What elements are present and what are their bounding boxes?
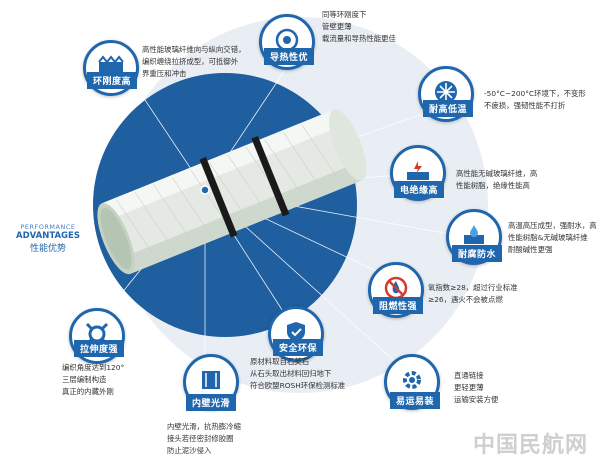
watermark: 中国民航网 — [472, 433, 588, 458]
flame-retardant-label: 阻燃性强 — [373, 297, 424, 314]
eco-safety-desc: 原材料取自石英石 从石头取出材料回归地下 符合欧盟ROSH环保检测标准 — [250, 357, 346, 390]
thermal-conductivity-label: 导热性优 — [264, 48, 315, 65]
eco-safety-label: 安全环保 — [273, 339, 324, 356]
corrosion-waterproof-label: 耐腐防水 — [452, 245, 503, 262]
smooth-wall-icon — [202, 370, 220, 389]
ring-stiffness-desc: 高性能玻璃纤维向与纵向交错， 编织缠绕拉挤成型，可抵御外 界重压和冲击 — [142, 45, 246, 78]
electric-insulation-label: 电绝缘高 — [394, 181, 445, 198]
ring-stiffness-label: 环刚度高 — [87, 72, 138, 89]
temperature-resistance-icon — [435, 80, 457, 103]
tensile-strength-label: 拉伸度强 — [74, 340, 125, 357]
performance-advantages-title: PERFORMANCE ADVANTAGES 性能优势 — [14, 223, 82, 254]
pipe-illustration — [97, 109, 367, 275]
focus-dot — [200, 185, 210, 195]
smooth-wall-label: 内壁光滑 — [186, 394, 237, 411]
electric-insulation-desc: 高性能无碱玻璃纤维，高 性能树脂，绝缘性能高 — [456, 169, 538, 190]
tensile-strength-desc: 编织角度达到120° 三层编制构造 真正的内藏外刚 — [62, 363, 125, 396]
title-line-2: ADVANTAGES — [16, 231, 80, 241]
eco-safety-icon — [287, 321, 305, 342]
title-line-1: PERFORMANCE — [20, 223, 76, 231]
corrosion-waterproof-icon — [464, 224, 484, 244]
corrosion-waterproof-desc: 高温高压成型，强耐水，高 性能树脂&无碱玻璃纤维 耐酸碱性更强 — [508, 221, 597, 254]
easy-transport-icon — [403, 370, 421, 389]
easy-transport-desc: 直通链接 更轻更薄 运输安装方便 — [454, 371, 499, 404]
flame-retardant-desc: 氧指数≥28，超过行业标准 ≥26，遇火不会被点燃 — [428, 283, 518, 304]
easy-transport-label: 易运易装 — [390, 392, 441, 409]
title-line-3: 性能优势 — [29, 244, 66, 254]
smooth-wall-desc: 内壁光滑，抗热膨冷缩 接头若径密封修胶圈 防止泥沙侵入 — [167, 422, 241, 455]
electric-insulation-icon — [407, 160, 429, 180]
thermal-conductivity-desc: 同等环刚度下 管壁更薄 载流量和导热性能更佳 — [322, 10, 396, 43]
ring-stiffness-icon — [98, 54, 124, 74]
temperature-resistance-desc: -50°C~200°C环境下，不变形 不疲损，强韧性能不打折 — [484, 89, 586, 110]
temperature-resistance-label: 耐高低温 — [423, 100, 474, 117]
